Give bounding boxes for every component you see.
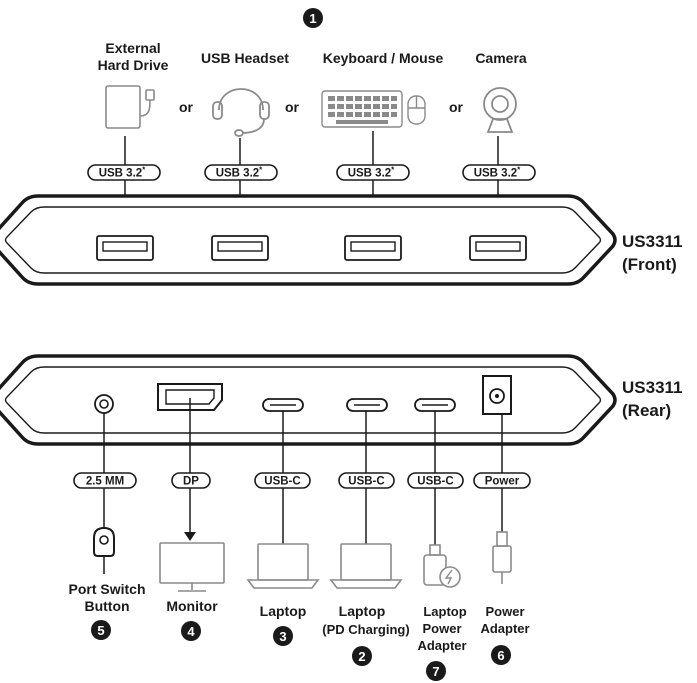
tag-2-5mm: 2.5 MM bbox=[73, 472, 137, 489]
usb-tag-3: USB 3.2* bbox=[336, 164, 410, 181]
label-port-switch-line1: Port Switch bbox=[68, 581, 145, 597]
svg-text:2.5 MM: 2.5 MM bbox=[86, 476, 124, 488]
svg-text:1: 1 bbox=[309, 11, 316, 26]
usb-tag-1: USB 3.2* bbox=[87, 164, 161, 181]
svg-text:USB-C: USB-C bbox=[264, 476, 300, 488]
svg-text:7: 7 bbox=[432, 664, 439, 679]
port-usb-c-laptop bbox=[262, 398, 304, 412]
external-hard-drive-icon bbox=[105, 85, 155, 129]
laptop-pd-icon bbox=[329, 543, 403, 589]
svg-text:Power: Power bbox=[485, 476, 520, 488]
svg-text:USB 3.2*: USB 3.2* bbox=[99, 166, 146, 180]
label-port-switch-line2: Button bbox=[84, 598, 129, 614]
svg-text:6: 6 bbox=[497, 648, 504, 663]
port-dc-power bbox=[482, 375, 512, 415]
usb-a-port-3 bbox=[344, 235, 402, 261]
tag-dp: DP bbox=[171, 472, 211, 489]
port-usb-c-pd bbox=[346, 398, 388, 412]
model-label-front-line2: (Front) bbox=[622, 255, 677, 274]
label-laptop-pd-line1: Laptop bbox=[339, 603, 386, 619]
port-switch-button-icon bbox=[93, 526, 115, 574]
label-keyboard-mouse: Keyboard / Mouse bbox=[323, 50, 444, 66]
label-laptop: Laptop bbox=[260, 603, 307, 619]
usb-a-port-1 bbox=[96, 235, 154, 261]
label-usb-headset: USB Headset bbox=[201, 50, 289, 66]
svg-text:USB-C: USB-C bbox=[348, 476, 384, 488]
tag-usb-c-pd: USB-C bbox=[338, 472, 395, 489]
svg-text:4: 4 bbox=[187, 624, 195, 639]
or-label-1: or bbox=[179, 99, 194, 115]
model-label-rear-line2: (Rear) bbox=[622, 401, 671, 420]
label-camera: Camera bbox=[475, 50, 527, 66]
label-laptop-pd-line2: (PD Charging) bbox=[322, 622, 409, 637]
rear-leader-lines bbox=[103, 398, 503, 545]
hub-rear-body bbox=[0, 354, 617, 446]
usb-tag-4: USB 3.2* bbox=[462, 164, 536, 181]
hub-front-body bbox=[0, 194, 617, 286]
usb-a-port-2 bbox=[211, 235, 269, 261]
label-laptop-power-line2: Power bbox=[422, 621, 461, 636]
model-label-rear-line1: US3311 bbox=[622, 378, 683, 397]
usb-tag-2: USB 3.2* bbox=[204, 164, 278, 181]
step-badge-1: 1 bbox=[303, 8, 323, 28]
svg-text:5: 5 bbox=[97, 623, 104, 638]
keyboard-mouse-icon bbox=[321, 90, 426, 128]
or-label-3: or bbox=[449, 99, 464, 115]
monitor-icon bbox=[159, 542, 225, 592]
step-badge-7: 7 bbox=[426, 661, 446, 681]
svg-text:2: 2 bbox=[358, 649, 365, 664]
step-badge-3: 3 bbox=[273, 626, 293, 646]
port-usb-c-power bbox=[414, 398, 456, 412]
tag-power: Power bbox=[473, 472, 531, 489]
usb-headset-icon bbox=[212, 88, 270, 137]
label-power-adapter-line2: Adapter bbox=[480, 621, 529, 636]
svg-text:USB 3.2*: USB 3.2* bbox=[474, 166, 521, 180]
svg-text:USB 3.2*: USB 3.2* bbox=[216, 166, 263, 180]
step-badge-4: 4 bbox=[181, 621, 201, 641]
step-badge-6: 6 bbox=[491, 645, 511, 665]
step-badge-5: 5 bbox=[91, 620, 111, 640]
laptop-power-adapter-icon bbox=[423, 544, 461, 588]
laptop-icon bbox=[246, 543, 320, 589]
camera-icon bbox=[483, 87, 517, 133]
svg-text:DP: DP bbox=[183, 476, 199, 488]
svg-text:3: 3 bbox=[279, 629, 286, 644]
or-label-2: or bbox=[285, 99, 300, 115]
tag-usb-c-laptop: USB-C bbox=[254, 472, 311, 489]
monitor-arrow-icon bbox=[184, 532, 196, 541]
label-monitor: Monitor bbox=[166, 598, 218, 614]
label-hdd-line1: External bbox=[105, 40, 160, 56]
label-hdd-line2: Hard Drive bbox=[98, 57, 169, 73]
svg-text:USB 3.2*: USB 3.2* bbox=[348, 166, 395, 180]
tag-usb-c-power: USB-C bbox=[407, 472, 464, 489]
svg-text:USB-C: USB-C bbox=[417, 476, 453, 488]
port-2-5mm-jack bbox=[94, 394, 114, 414]
label-power-adapter-line1: Power bbox=[485, 604, 524, 619]
power-adapter-plug-icon bbox=[492, 531, 512, 584]
label-laptop-power-line1: Laptop bbox=[423, 604, 466, 619]
port-displayport bbox=[157, 383, 223, 411]
step-badge-2: 2 bbox=[352, 646, 372, 666]
model-label-front-line1: US3311 bbox=[622, 232, 683, 251]
usb-a-port-4 bbox=[469, 235, 527, 261]
label-laptop-power-line3: Adapter bbox=[417, 638, 466, 653]
